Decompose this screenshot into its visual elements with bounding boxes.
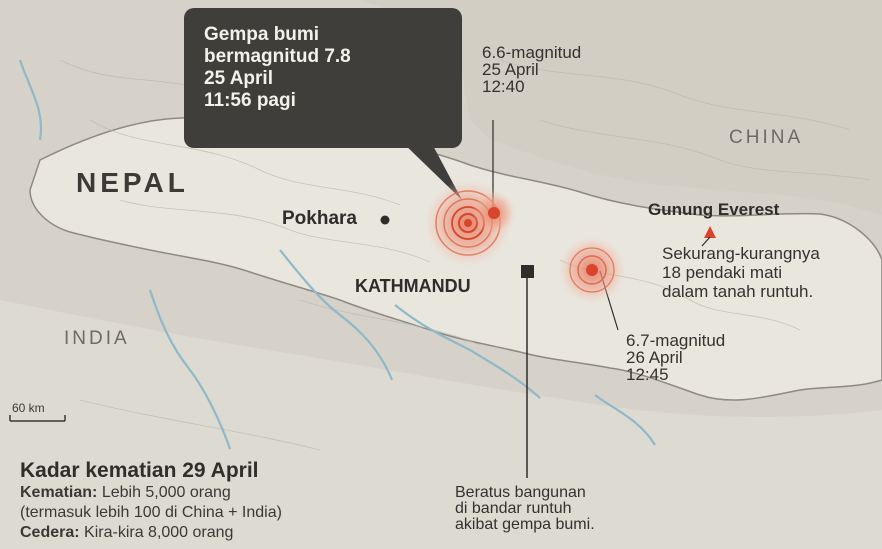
kathmandu-note-line-2: di bandar runtuh bbox=[455, 500, 572, 517]
kathmandu-note: Beratus bangunan di bandar runtuh akibat… bbox=[455, 485, 595, 533]
callout-line-3: 25 April bbox=[204, 68, 273, 89]
deaths-row: Kematian: Lebih 5,000 orang bbox=[20, 483, 282, 503]
kathmandu-note-line-3: akibat gempa bumi. bbox=[455, 516, 595, 533]
everest-note-line-1: Sekurang-kurangnya bbox=[662, 244, 820, 263]
everest-note-line-2: 18 pendaki mati bbox=[662, 263, 783, 282]
aftershock2-magnitude: 6.7-magnitud bbox=[626, 331, 726, 350]
label-china: CHINA bbox=[729, 127, 804, 148]
deaths-detail: (termasuk lebih 100 di China + India) bbox=[20, 504, 282, 521]
river-5 bbox=[594, 394, 656, 446]
deaths-value: Lebih 5,000 orang bbox=[101, 484, 231, 501]
aftershock2-label: 6.7-magnitud 26 April 12:45 bbox=[626, 332, 725, 383]
river-1 bbox=[148, 289, 232, 450]
aftershock1-time: 12:40 bbox=[482, 77, 525, 96]
kathmandu-note-line-1: Beratus bangunan bbox=[455, 484, 586, 501]
injured-label: Cedera: bbox=[20, 524, 80, 541]
death-toll-panel: Kadar kematian 29 April Kematian: Lebih … bbox=[20, 459, 282, 543]
label-pokhara: Pokhara bbox=[282, 208, 357, 229]
everest-leader-line bbox=[701, 236, 711, 247]
callout-line-1: Gempa bumi bbox=[204, 24, 320, 45]
everest-note-line-3: dalam tanah runtuh. bbox=[662, 282, 814, 301]
scale-bar bbox=[9, 415, 66, 422]
everest-marker bbox=[704, 226, 716, 238]
callout-line-4: 11:56 pagi bbox=[204, 90, 296, 111]
label-india: INDIA bbox=[64, 328, 130, 349]
aftershock1-magnitude: 6.6-magnitud bbox=[482, 43, 582, 62]
aftershock2-time: 12:45 bbox=[626, 365, 669, 384]
india-region bbox=[0, 300, 882, 549]
label-nepal: NEPAL bbox=[76, 167, 189, 198]
river-2 bbox=[279, 249, 394, 381]
aftershock1-date: 25 April bbox=[482, 60, 539, 79]
river-3 bbox=[394, 304, 541, 399]
aftershock1-marker bbox=[472, 191, 516, 235]
injured-row: Cedera: Kira-kira 8,000 orang bbox=[20, 523, 282, 543]
scale-label: 60 km bbox=[12, 401, 45, 415]
everest-note: Sekurang-kurangnya 18 pendaki mati dalam… bbox=[662, 244, 820, 301]
main-quake-callout: Gempa bumi bermagnitud 7.8 25 April 11:5… bbox=[184, 8, 462, 148]
kathmandu-marker bbox=[521, 265, 534, 278]
injured-value: Kira-kira 8,000 orang bbox=[84, 524, 234, 541]
china-region bbox=[0, 0, 882, 215]
pokhara-marker bbox=[380, 215, 390, 225]
river-4 bbox=[18, 59, 43, 141]
death-toll-title: Kadar kematian 29 April bbox=[20, 459, 259, 482]
label-kathmandu: KATHMANDU bbox=[355, 276, 471, 296]
label-everest: Gunung Everest bbox=[648, 200, 780, 219]
callout-line-2: bermagnitud 7.8 bbox=[204, 46, 351, 67]
aftershock2-date: 26 April bbox=[626, 348, 683, 367]
deaths-label: Kematian: bbox=[20, 484, 98, 501]
aftershock1-label: 6.6-magnitud 25 April 12:40 bbox=[482, 44, 581, 95]
aftershock2-marker bbox=[558, 236, 626, 304]
